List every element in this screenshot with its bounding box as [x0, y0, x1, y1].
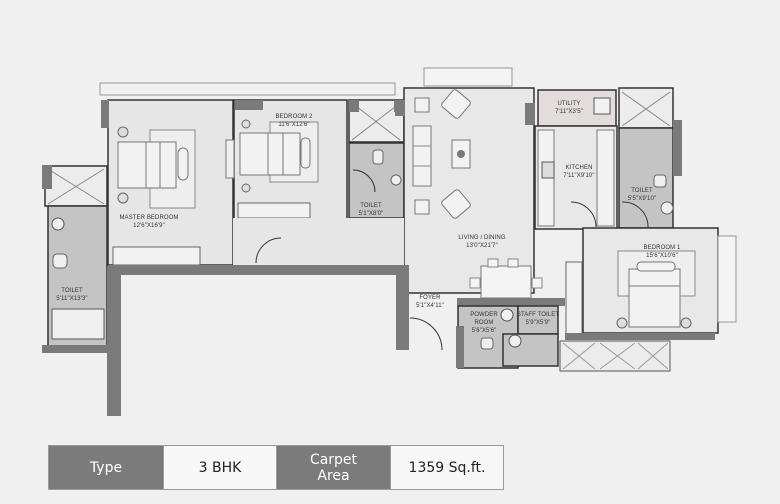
size-master-bedroom: 12'6"X16'9": [133, 223, 165, 229]
size-bedroom-1: 15'6"X10'6": [646, 253, 678, 259]
master-bedroom: [101, 99, 234, 266]
entry-door: [409, 317, 443, 351]
size-kitchen: 7'11"X9'10": [563, 173, 594, 179]
carpet-area-label-line2: Area: [317, 467, 350, 484]
utility: [537, 89, 617, 127]
label-bedroom-2: BEDROOM 2: [276, 114, 313, 120]
size-utility: 7'11"X3'5": [555, 109, 583, 115]
balcony-bottom: [559, 340, 671, 372]
kitchen: [534, 125, 618, 230]
carpet-area-label: Carpet Area: [277, 446, 390, 489]
label-toilet-master: TOILET: [61, 288, 83, 294]
size-toilet-master: 5'11"X13'3": [56, 296, 87, 302]
label-master-bedroom: MASTER BEDROOM: [119, 215, 178, 221]
label-staff-toilet: STAFF TOILET: [517, 312, 559, 318]
label-toilet-bedroom-2: TOILET: [360, 203, 382, 209]
living-dining: [233, 87, 543, 299]
label-utility: UTILITY: [557, 101, 580, 107]
balcony-outline-top: [423, 67, 513, 87]
label-bedroom-1: BEDROOM 1: [644, 245, 681, 251]
size-toilet-bedroom-1: 5'5"X9'10": [628, 196, 656, 202]
type-value: 3 BHK: [163, 446, 277, 489]
carpet-area-value: 1359 Sq.ft.: [390, 446, 503, 489]
corridor-wall: [108, 265, 406, 275]
size-foyer: 5'1"X4'11": [416, 303, 444, 309]
size-toilet-bedroom-2: 5'1"X8'0": [359, 211, 384, 217]
size-bedroom-2: 11'6"X12'6": [278, 122, 309, 128]
label-foyer: FOYER: [419, 295, 441, 301]
bedroom-door: [255, 237, 282, 264]
powder-and-staff-toilet: [456, 298, 565, 369]
toilet-bedroom-1: [618, 87, 682, 229]
size-staff-toilet: 5'9"X5'9": [526, 320, 551, 326]
foyer-wall: [396, 265, 409, 350]
spec-table: Type 3 BHK Carpet Area 1359 Sq.ft.: [48, 445, 504, 490]
label-powder-room-2: ROOM: [474, 320, 493, 326]
floor-plan: MASTER BEDROOM 12'6"X16'9" BEDROOM 2 11'…: [42, 67, 737, 416]
bedroom-2: [225, 99, 348, 221]
size-powder-room: 5'6"X5'6": [472, 328, 497, 334]
label-living-dining: LIVING / DINING: [458, 235, 505, 241]
label-kitchen: KITCHEN: [565, 165, 592, 171]
type-label: Type: [49, 446, 163, 489]
label-powder-room: POWDER: [470, 312, 498, 318]
carpet-area-label-line1: Carpet: [309, 451, 358, 468]
label-toilet-bedroom-1: TOILET: [631, 188, 653, 194]
bedroom-1: [565, 227, 737, 340]
balcony-outline-left: [99, 82, 396, 96]
size-living-dining: 13'0"X21'7": [466, 243, 498, 249]
toilet-master: [42, 165, 121, 416]
toilet-bedroom-2: [348, 99, 405, 219]
